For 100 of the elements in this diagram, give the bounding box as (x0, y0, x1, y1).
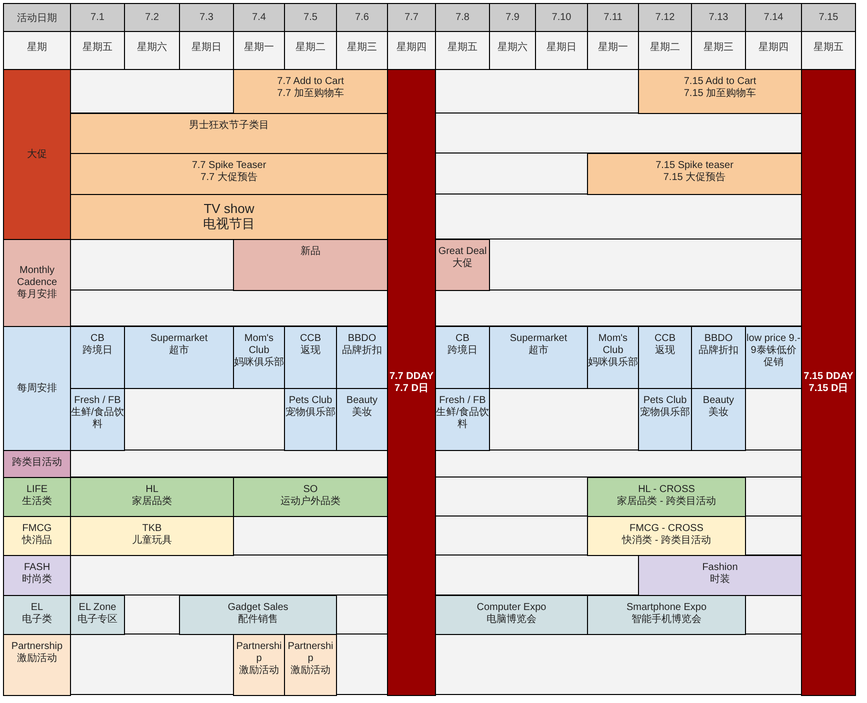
event-bar (70, 153, 388, 195)
event-name-chinese: 妈咪俱乐部 (588, 357, 638, 369)
event-bar (638, 326, 692, 389)
event-name-chinese: 生鲜/食品饮料 (436, 407, 489, 431)
date-header: 7.9 (489, 3, 536, 32)
event-name: 7.7 DDAY (389, 370, 434, 382)
event-name: BBDO (348, 333, 376, 344)
event-bar (70, 113, 388, 154)
event-bar (587, 516, 746, 556)
event-name-chinese: 激励活动 (17, 653, 57, 665)
event-name: TV show (204, 201, 254, 216)
event-name: Computer Expo (476, 602, 546, 614)
date-header: 7.13 (691, 3, 746, 32)
category-cell (3, 450, 71, 478)
event-name: Pets Club (288, 395, 332, 406)
event-bar (124, 326, 234, 389)
event-bar (435, 595, 588, 635)
event-name: Partnership (11, 641, 63, 653)
event-name: Beauty (346, 395, 378, 406)
event-name: 跨类目活动 (12, 457, 62, 469)
event-name: Pets Club (643, 395, 687, 406)
event-bar (435, 388, 490, 451)
event-bar (233, 634, 285, 696)
event-bar (284, 326, 337, 389)
event-name-chinese: 7.15 加至购物车 (684, 88, 756, 100)
event-name-chinese: 美妆 (708, 407, 728, 419)
date-header: 7.4 (233, 3, 285, 32)
event-name-chinese: 儿童玩具 (132, 535, 172, 547)
event-bar (587, 326, 639, 389)
date-header: 7.11 (587, 3, 639, 32)
event-name: Great Deal (438, 246, 487, 258)
date-header: 7.1 (70, 3, 125, 32)
weekday-label: 星期一 (587, 31, 639, 70)
category-cell (3, 326, 71, 451)
event-name: CCB (654, 333, 676, 344)
event-name-chinese: 7.15 大促预告 (663, 172, 726, 184)
date-header: 7.7 (387, 3, 436, 32)
dday-column (387, 69, 436, 696)
event-name-chinese: 快消品 (22, 535, 52, 547)
event-name-chinese: 时尚类 (22, 574, 52, 586)
event-name: Monthly Cadence (16, 265, 58, 288)
event-name: CB (90, 333, 104, 344)
event-name-chinese: 电视节目 (203, 216, 255, 231)
event-name: 每周安排 (17, 382, 57, 394)
weekday-label: 星期日 (179, 31, 234, 70)
event-bar (233, 477, 388, 517)
category-cell (3, 555, 71, 596)
event-bar (179, 595, 337, 635)
event-bar (691, 388, 746, 451)
event-name: Mom's Club (597, 333, 629, 356)
event-name: 7.15 DDAY (804, 370, 854, 382)
event-name-chinese: 9泰铢低价促销 (750, 345, 798, 369)
event-name-chinese: 跨境日 (82, 345, 112, 357)
date-header: 7.12 (638, 3, 692, 32)
event-name-chinese: 生活类 (22, 496, 52, 508)
event-name: 大促 (27, 148, 47, 160)
event-bar (745, 326, 802, 389)
event-name: 新品 (300, 246, 320, 258)
weekday-label: 星期六 (124, 31, 180, 70)
date-header: 7.10 (535, 3, 588, 32)
event-name-chinese: 电子类 (22, 614, 52, 626)
event-bar (691, 326, 746, 389)
dday-column (801, 69, 856, 696)
event-name: BBDO (704, 333, 733, 344)
weekday-label: 星期六 (489, 31, 536, 70)
category-cell (3, 634, 71, 696)
event-bar (638, 388, 692, 451)
event-name: 7.15 Spike teaser (656, 160, 734, 172)
event-name-chinese: 电脑博览会 (486, 614, 536, 626)
category-cell (3, 516, 71, 556)
event-name-chinese: 快消类 - 跨类目活动 (622, 535, 711, 547)
event-name: Mom's Club (243, 333, 275, 356)
weekday-label: 星期三 (691, 31, 746, 70)
event-name-chinese: 运动户外品类 (280, 496, 340, 508)
date-header: 7.6 (336, 3, 388, 32)
event-name: HL - CROSS (638, 484, 695, 496)
event-bar (587, 595, 746, 635)
weekday-label: 星期五 (801, 31, 856, 70)
event-bar (284, 388, 337, 451)
event-name: 7.7 Add to Cart (277, 76, 344, 88)
event-name: EL Zone (78, 602, 116, 614)
event-name-chinese: 激励活动 (239, 665, 279, 677)
event-name: CCB (300, 333, 322, 344)
weekday-label: 星期五 (435, 31, 490, 70)
event-name: Fresh / FB (439, 395, 486, 406)
event-name-chinese: 智能手机博览会 (632, 614, 702, 626)
event-name-chinese: 超市 (169, 345, 189, 357)
event-name: Partnership (286, 641, 334, 665)
event-name-chinese: 7.15 D日 (808, 382, 848, 394)
event-bar (638, 555, 802, 596)
event-name-chinese: 妈咪俱乐部 (234, 357, 284, 369)
event-name: FMCG (22, 523, 52, 534)
weekday-label: 星期二 (638, 31, 692, 70)
event-bar (70, 477, 234, 517)
event-bar (70, 194, 388, 240)
event-bar (233, 69, 388, 114)
event-bar (284, 634, 337, 696)
weekday-label: 星期四 (387, 31, 436, 70)
event-name-chinese: 宠物俱乐部 (286, 407, 336, 419)
event-name-chinese: 大促 (452, 258, 472, 270)
